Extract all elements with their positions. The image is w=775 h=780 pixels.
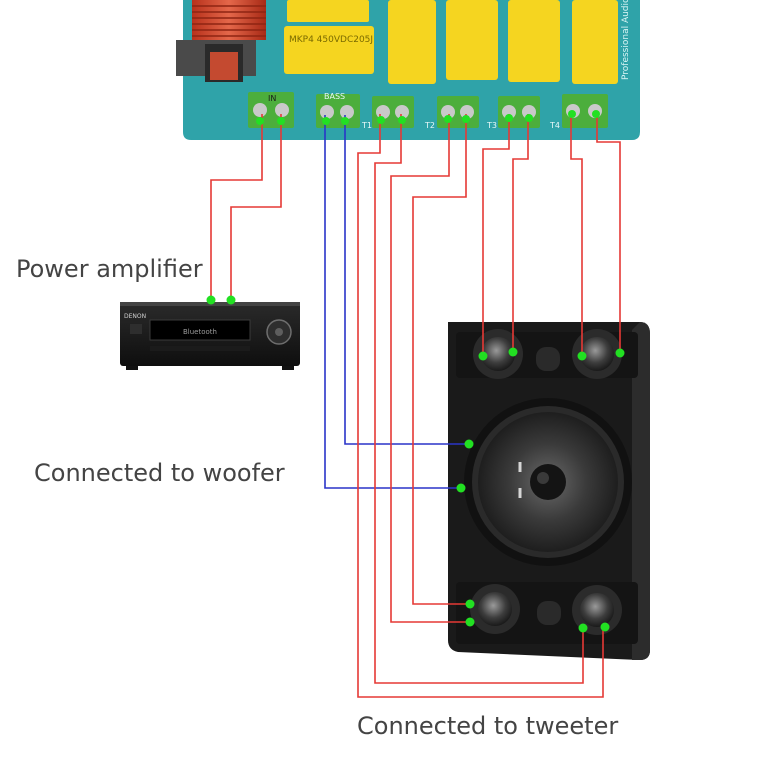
terminal-label-t1: T1	[361, 121, 372, 130]
terminal-label-t2: T2	[424, 121, 435, 130]
amplifier-brand: DENON	[124, 313, 146, 320]
port-top	[536, 347, 560, 371]
capacitor-4	[508, 0, 560, 82]
terminal-in: IN	[248, 92, 294, 128]
wire-in-right	[230, 114, 282, 299]
wire-bass-pos	[344, 115, 469, 445]
wire-t4-b	[596, 112, 621, 353]
tweeter-bottom-right	[572, 585, 622, 635]
capacitor-3	[446, 0, 498, 80]
port-bottom	[537, 601, 561, 625]
capacitor-1: MKP4 450VDC205J	[284, 0, 374, 74]
label-connected-to-woofer: Connected to woofer	[34, 459, 285, 487]
wire-bass-neg	[324, 115, 461, 489]
label-connected-to-tweeter: Connected to tweeter	[357, 712, 619, 740]
capacitor-2	[388, 0, 436, 84]
capacitor-5	[572, 0, 618, 84]
woofer-driver	[464, 398, 632, 566]
wire-t3-b	[512, 114, 529, 352]
power-amplifier: DENON Bluetooth	[120, 302, 300, 370]
terminal-label-in: IN	[268, 94, 276, 103]
amplifier-display: Bluetooth	[183, 328, 217, 336]
tweeter-bottom-left	[470, 584, 520, 634]
terminal-label-bass: BASS	[324, 92, 345, 101]
crossover-board: MKP4 450VDC205J Professional Audio IN BA…	[176, 0, 640, 140]
wire-t3-a	[482, 114, 510, 355]
wire-in-left	[210, 114, 263, 299]
tweeter-top-left	[473, 329, 523, 379]
inductor-coil	[176, 0, 266, 82]
wire-t2-a	[390, 114, 469, 623]
board-brand-text: Professional Audio	[621, 0, 631, 80]
speaker-cabinet	[448, 322, 650, 660]
wire-t2-b	[412, 114, 469, 605]
wire-t4-a	[570, 112, 583, 355]
terminal-label-t3: T3	[486, 121, 497, 130]
wires	[210, 112, 621, 698]
capacitor-1-text: MKP4 450VDC205J	[289, 35, 373, 45]
connector-dots	[206, 110, 625, 633]
wire-t1-a	[357, 114, 604, 698]
terminal-label-t4: T4	[549, 121, 560, 130]
label-power-amplifier: Power amplifier	[16, 255, 203, 283]
wire-t1-b	[374, 114, 584, 684]
tweeter-top-right	[572, 329, 622, 379]
